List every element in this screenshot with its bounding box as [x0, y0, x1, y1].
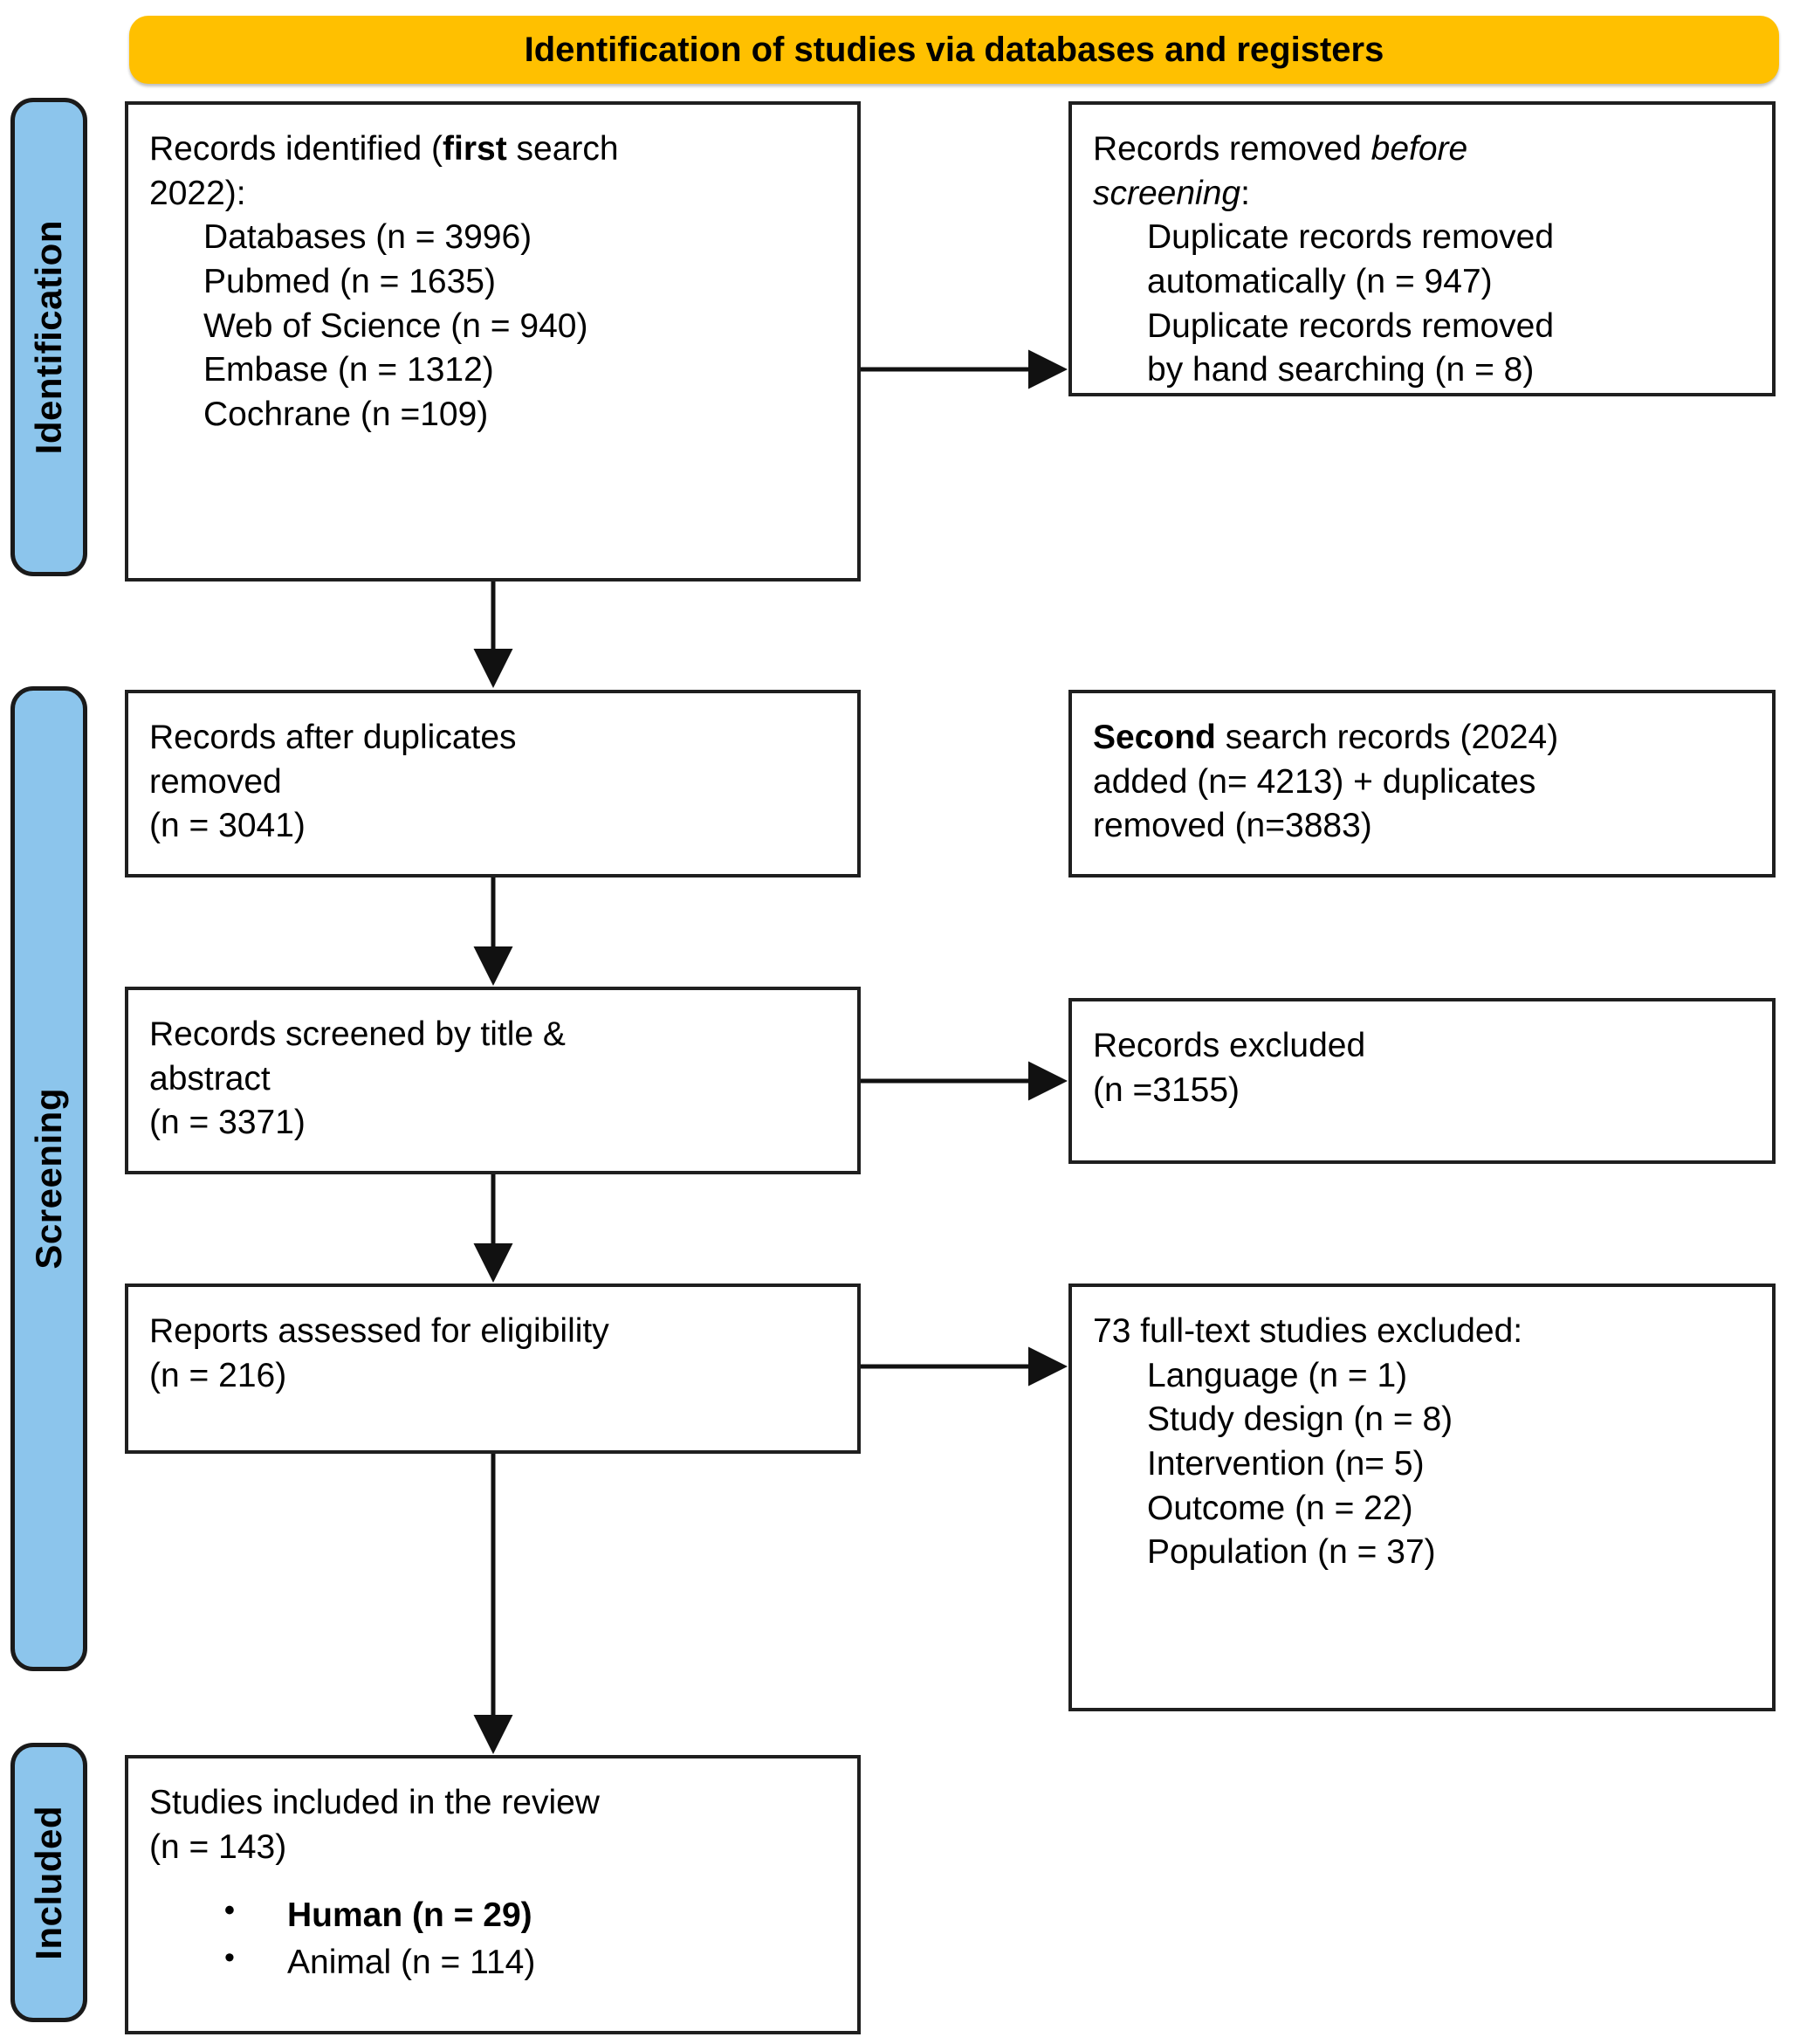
- records-screened-line3: (n = 3371): [149, 1104, 306, 1142]
- box-records-screened: Records screened by title & abstract (n …: [125, 987, 861, 1174]
- box-second-search-records: Second search records (2024) added (n= 4…: [1068, 690, 1776, 877]
- records-identified-item: Embase (n = 1312): [203, 351, 494, 389]
- heading-prefix: Records identified (: [149, 130, 443, 168]
- records-identified-item: Databases (n = 3996): [203, 218, 532, 257]
- box-records-identified: Records identified (first search 2022): …: [125, 101, 861, 582]
- fulltext-excluded-item: Population (n = 37): [1147, 1533, 1436, 1572]
- box-reports-assessed-eligibility: Reports assessed for eligibility (n = 21…: [125, 1284, 861, 1454]
- box-records-removed-before-screening: Records removed before screening: Duplic…: [1068, 101, 1776, 396]
- stage-bar-identification: Identification: [10, 98, 87, 576]
- heading-colon: :: [1240, 174, 1250, 212]
- box-records-after-duplicates: Records after duplicates removed (n = 30…: [125, 690, 861, 877]
- heading-bold-first: first: [443, 130, 507, 168]
- records-screened-line1: Records screened by title &: [149, 1015, 566, 1053]
- stage-bar-included: Included: [10, 1743, 87, 2022]
- studies-included-bullet-human: Human (n = 29): [224, 1890, 838, 1939]
- records-excluded-line2: (n =3155): [1093, 1070, 1240, 1109]
- studies-included-bullet-animal: Animal (n = 114): [224, 1937, 838, 1986]
- stage-label-identification: Identification: [28, 219, 69, 455]
- records-removed-heading-line2: screening:: [1093, 172, 1753, 217]
- second-search-line3: removed (n=3883): [1093, 807, 1372, 845]
- fulltext-excluded-item: Outcome (n = 22): [1147, 1489, 1413, 1527]
- fulltext-excluded-item: Study design (n = 8): [1147, 1401, 1453, 1439]
- records-removed-item: Duplicate records removed: [1147, 306, 1555, 345]
- second-search-line1-rest: search records (2024): [1215, 719, 1559, 756]
- studies-included-bullet-list: Human (n = 29) Animal (n = 114): [149, 1890, 838, 1986]
- stage-bar-screening: Screening: [10, 686, 87, 1671]
- records-screened-line2: abstract: [149, 1059, 271, 1098]
- heading-italic-screening: screening: [1093, 174, 1241, 212]
- second-search-line2: added (n= 4213) + duplicates: [1093, 762, 1536, 801]
- fulltext-excluded-item: Intervention (n= 5): [1147, 1445, 1425, 1483]
- fulltext-excluded-heading: 73 full-text studies excluded:: [1093, 1312, 1523, 1350]
- heading-italic-before: before: [1371, 130, 1468, 168]
- stage-label-included: Included: [28, 1805, 69, 1960]
- records-identified-item: Pubmed (n = 1635): [203, 263, 496, 301]
- heading-prefix: Records removed: [1093, 130, 1371, 168]
- fulltext-excluded-item: Language (n = 1): [1147, 1356, 1408, 1394]
- records-identified-heading-line1: Records identified (first search: [149, 127, 838, 172]
- after-duplicates-line3: (n = 3041): [149, 807, 306, 845]
- records-removed-heading-line1: Records removed before: [1093, 127, 1753, 172]
- records-removed-item: automatically (n = 947): [1147, 263, 1493, 301]
- after-duplicates-line2: removed: [149, 762, 282, 801]
- box-fulltext-studies-excluded: 73 full-text studies excluded: Language …: [1068, 1284, 1776, 1711]
- second-search-bold-word: Second: [1093, 719, 1216, 756]
- eligibility-line1: Reports assessed for eligibility: [149, 1312, 609, 1350]
- banner-identification-header: Identification of studies via databases …: [129, 16, 1779, 84]
- studies-included-line1: Studies included in the review: [149, 1784, 600, 1821]
- after-duplicates-line1: Records after duplicates: [149, 719, 517, 756]
- second-search-line1: Second search records (2024): [1093, 716, 1753, 760]
- studies-included-line2: (n = 143): [149, 1827, 287, 1866]
- stage-label-screening: Screening: [28, 1088, 69, 1270]
- records-removed-item: Duplicate records removed: [1147, 218, 1555, 257]
- banner-title: Identification of studies via databases …: [524, 30, 1384, 69]
- records-removed-item: by hand searching (n = 8): [1147, 351, 1535, 389]
- box-studies-included: Studies included in the review (n = 143)…: [125, 1755, 861, 2034]
- box-records-excluded: Records excluded (n =3155): [1068, 998, 1776, 1164]
- records-identified-item: Cochrane (n =109): [203, 396, 489, 434]
- records-identified-heading-line2: 2022):: [149, 174, 246, 212]
- eligibility-line2: (n = 216): [149, 1356, 287, 1394]
- records-identified-item: Web of Science (n = 940): [203, 306, 588, 345]
- records-excluded-line1: Records excluded: [1093, 1027, 1366, 1064]
- heading-suffix: search: [506, 130, 619, 168]
